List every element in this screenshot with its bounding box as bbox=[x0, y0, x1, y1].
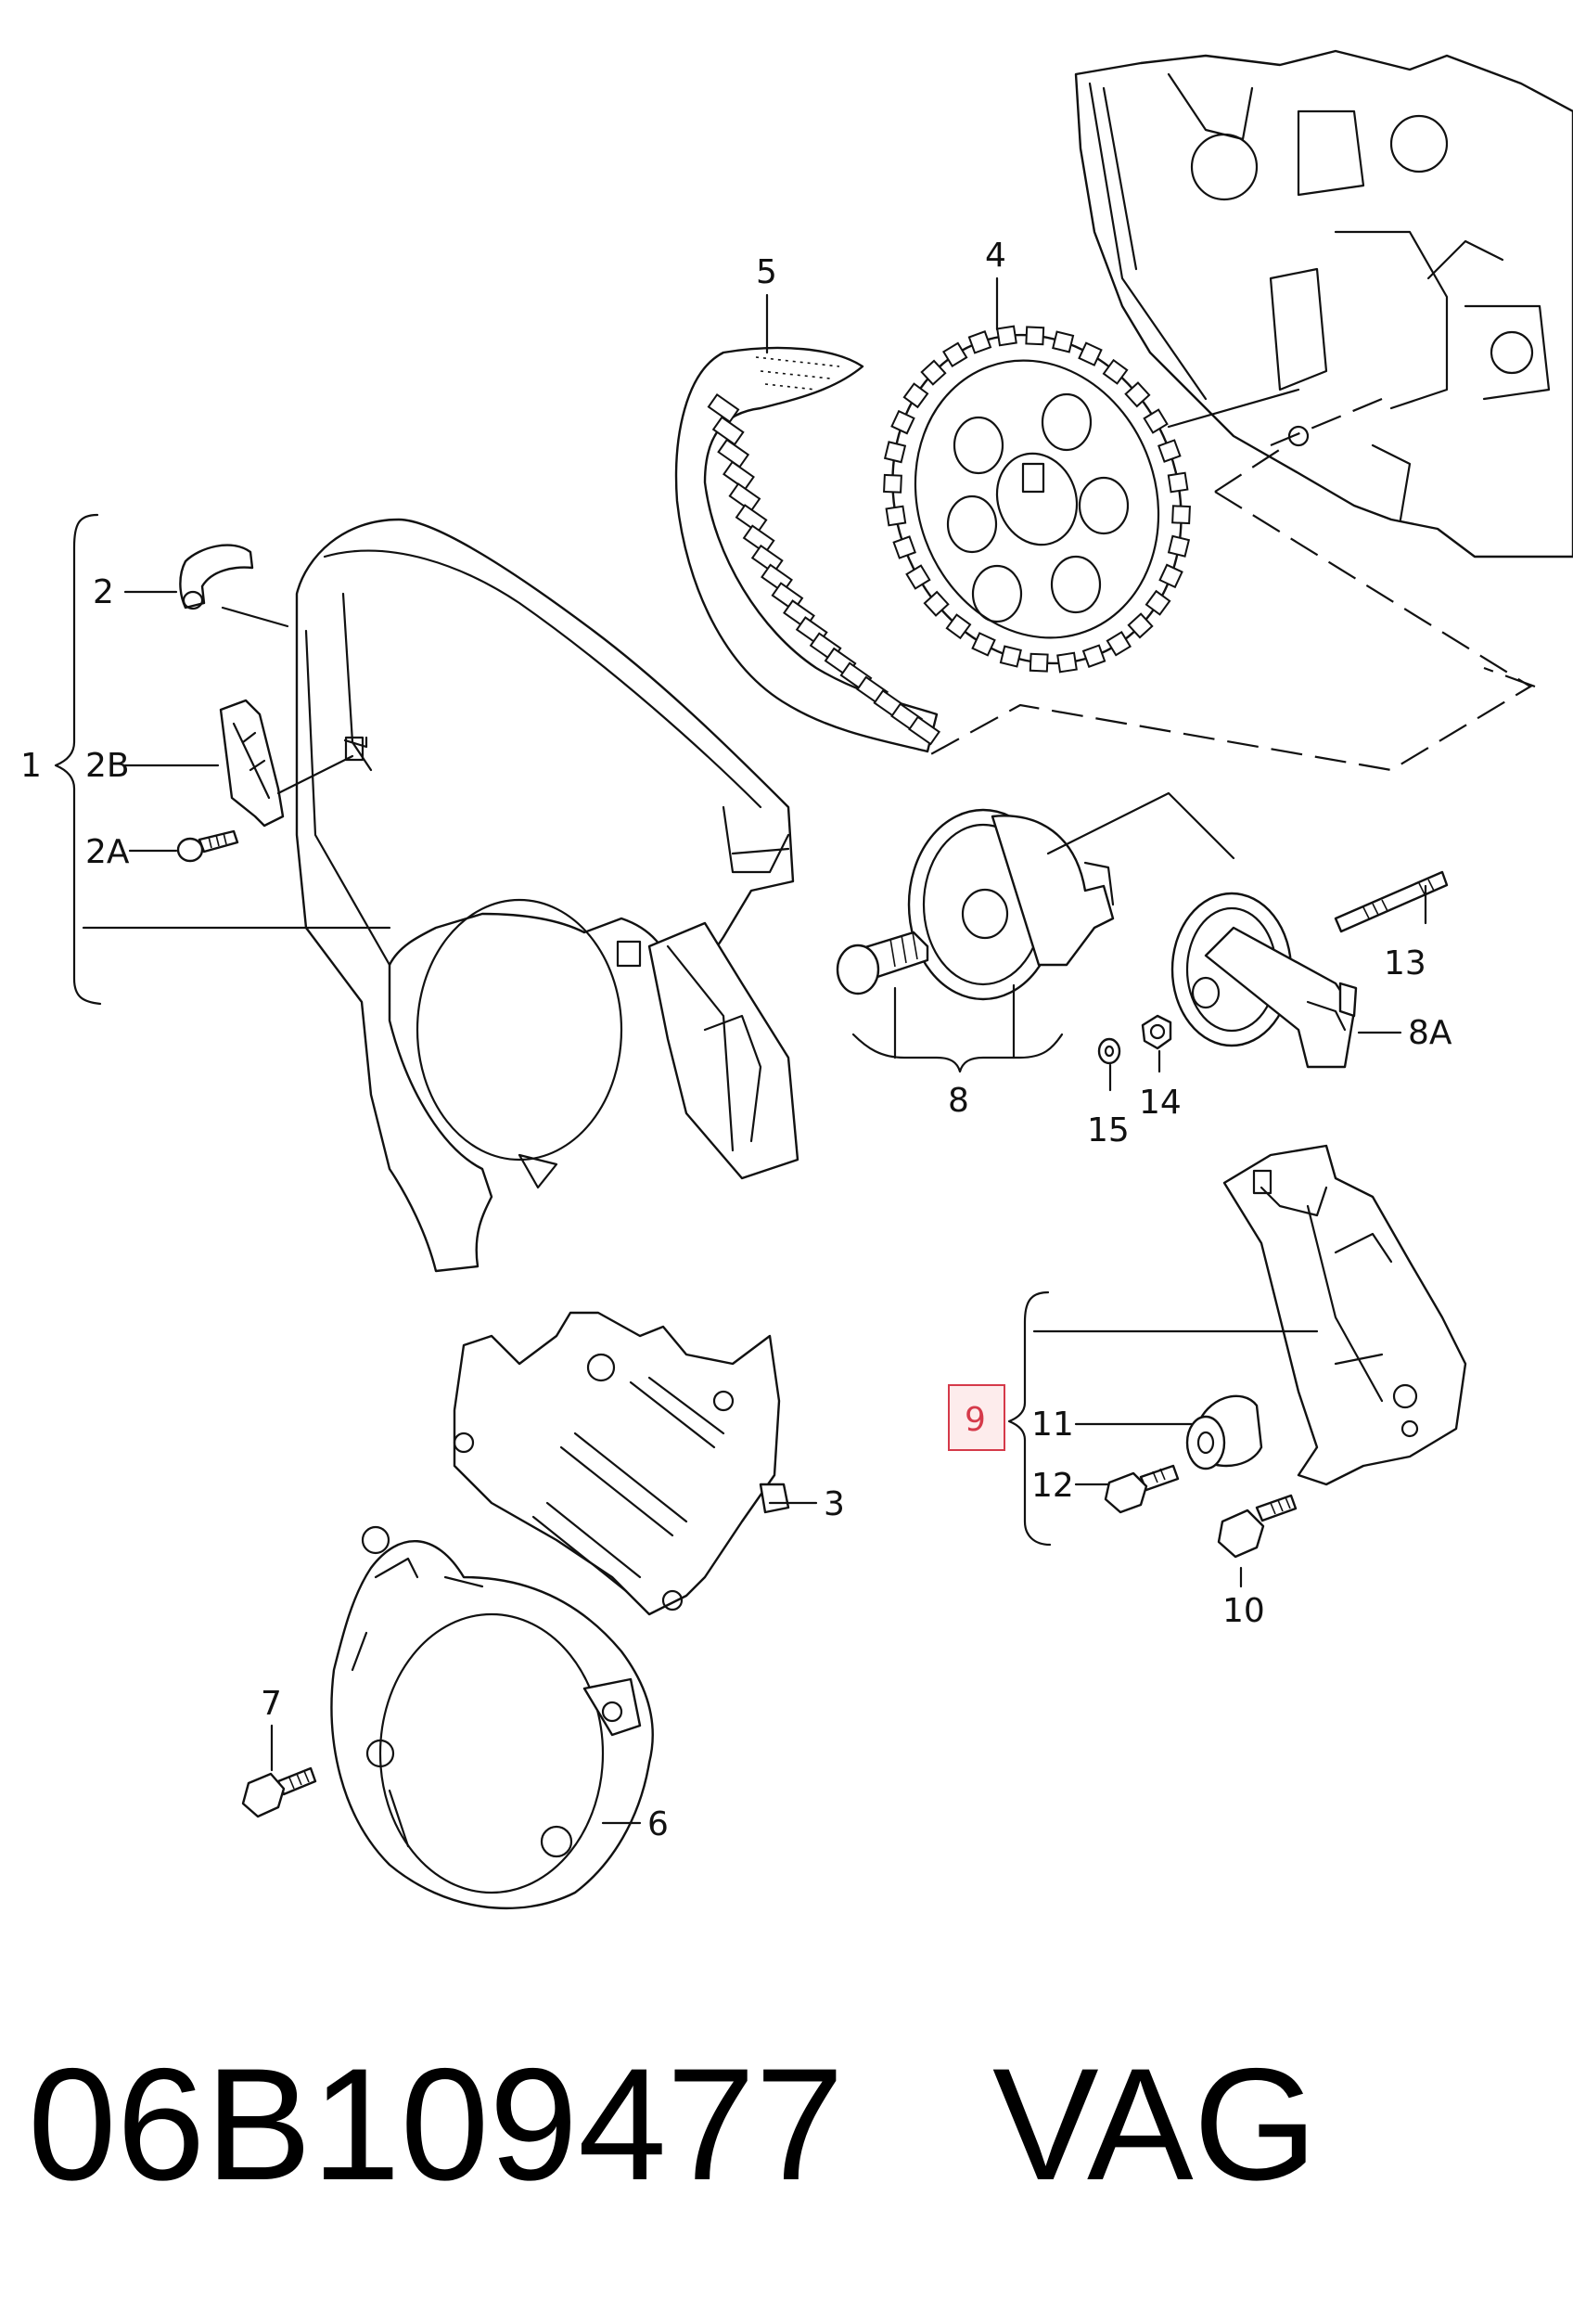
callout-15: 15 bbox=[1087, 1111, 1130, 1149]
brand-name: VAG bbox=[992, 2035, 1318, 2214]
callout-8: 8 bbox=[948, 1082, 969, 1120]
leader-lines bbox=[54, 276, 1427, 1825]
washer-15-part bbox=[1097, 1037, 1121, 1065]
callout-8a: 8A bbox=[1408, 1014, 1452, 1052]
callout-2a: 2A bbox=[85, 833, 130, 871]
callout-1: 1 bbox=[20, 747, 42, 785]
tensioner-pulley-part bbox=[836, 808, 1115, 1001]
tensioner-8a-part bbox=[1170, 892, 1358, 1069]
bolt-12-part bbox=[1104, 1464, 1180, 1514]
idler-bracket-part bbox=[1222, 1144, 1467, 1486]
timing-belt-part bbox=[674, 346, 940, 753]
idler-roller-11-part bbox=[1185, 1394, 1263, 1470]
callout-2: 2 bbox=[93, 573, 114, 611]
camshaft-sprocket-part bbox=[883, 325, 1191, 674]
callout-10: 10 bbox=[1222, 1592, 1265, 1630]
engine-block-part bbox=[1074, 49, 1573, 559]
stud-13-part bbox=[1334, 870, 1449, 933]
callout-14: 14 bbox=[1139, 1084, 1182, 1122]
cover-clip-2-part bbox=[179, 544, 254, 610]
callout-labels: 1 2 2B 2A 5 4 13 8A 8 14 15 11 12 10 3 6… bbox=[20, 237, 1452, 1843]
callout-6: 6 bbox=[647, 1805, 669, 1843]
callout-5: 5 bbox=[756, 253, 777, 291]
sprocket-teeth bbox=[883, 325, 1191, 674]
callout-4: 4 bbox=[985, 237, 1006, 275]
upper-timing-cover-part bbox=[295, 518, 799, 1273]
cover-clip-2b-part bbox=[219, 699, 364, 828]
lower-cover-6-part bbox=[330, 1525, 654, 1910]
middle-cover-3-part bbox=[453, 1311, 790, 1616]
callout-2b: 2B bbox=[85, 747, 130, 785]
nut-14-part bbox=[1141, 1014, 1172, 1050]
belt-teeth bbox=[707, 393, 940, 746]
callout-9-highlight-box[interactable] bbox=[948, 1384, 1005, 1451]
bolt-7-part bbox=[241, 1766, 317, 1818]
callout-9[interactable]: 9 bbox=[965, 1401, 986, 1439]
callout-11: 11 bbox=[1031, 1406, 1074, 1444]
bolt-10-part bbox=[1217, 1494, 1298, 1559]
dashed-alignment-lines bbox=[927, 397, 1536, 772]
part-number: 06B109477 bbox=[28, 2035, 844, 2214]
callout-7: 7 bbox=[261, 1685, 282, 1723]
callout-12: 12 bbox=[1031, 1467, 1074, 1505]
callout-3: 3 bbox=[824, 1485, 845, 1523]
callout-13: 13 bbox=[1384, 944, 1426, 982]
part-info-footer: 06B109477 VAG bbox=[28, 2036, 1549, 2213]
screw-2a-part bbox=[176, 829, 239, 863]
